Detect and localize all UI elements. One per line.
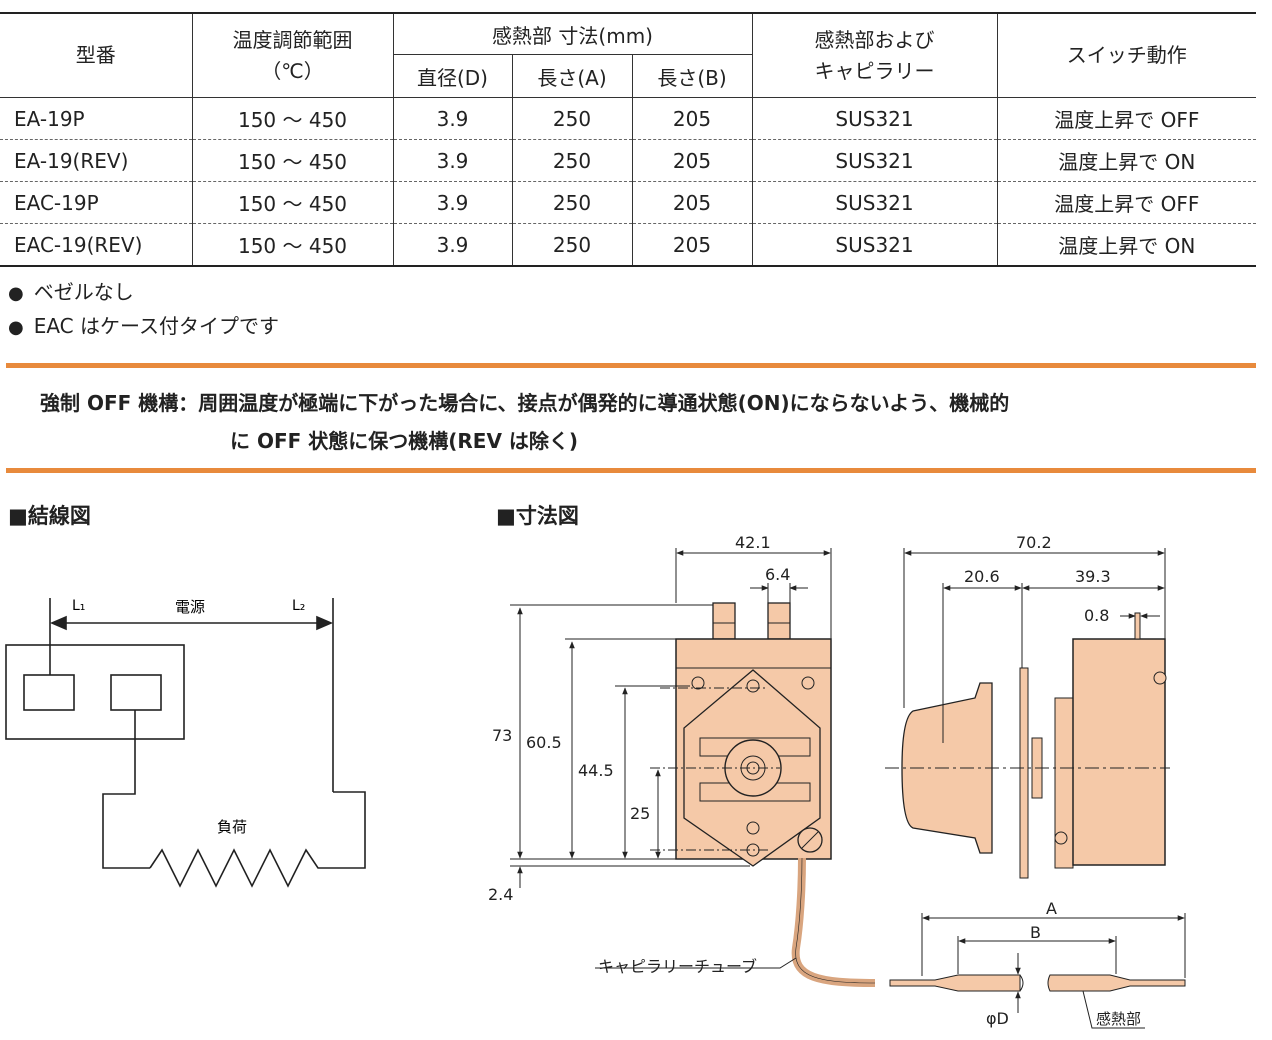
- dim-60-5: 60.5: [526, 733, 562, 752]
- cell-material: SUS321: [751, 139, 998, 182]
- header-temp-range-line2: （℃）: [261, 58, 324, 83]
- cell-range: 150 ～ 450: [191, 223, 394, 267]
- header-length-b: 長さ(B): [631, 54, 753, 98]
- cell-range: 150 ～ 450: [191, 181, 394, 224]
- table-row: EA-19P 150 ～ 450 3.9 250 205 SUS321 温度上昇…: [0, 97, 1257, 140]
- dim-20-6: 20.6: [964, 567, 1000, 586]
- dim-70-2: 70.2: [1016, 533, 1052, 552]
- header-temp-range-line1: 温度調節範囲: [232, 27, 353, 52]
- cell-diameter: 3.9: [392, 97, 513, 140]
- table-row: EA-19(REV) 150 ～ 450 3.9 250 205 SUS321 …: [0, 139, 1257, 182]
- dim-a-label: A: [1046, 899, 1057, 918]
- divider-bottom: [6, 468, 1256, 473]
- bullet-icon: ●: [8, 317, 24, 338]
- dimension-title: ■寸法図: [496, 504, 579, 528]
- mechanism-line1: 強制 OFF 機構：周囲温度が極端に下がった場合に、接点が偶発的に導通状態(ON…: [40, 391, 1010, 415]
- cell-length-b: 205: [631, 139, 753, 182]
- cell-length-b: 205: [631, 223, 753, 267]
- l2-label: L₂: [292, 598, 305, 614]
- load-resistor: [149, 791, 366, 888]
- cell-diameter: 3.9: [392, 139, 513, 182]
- table-row: EAC-19P 150 ～ 450 3.9 250 205 SUS321 温度上…: [0, 181, 1257, 224]
- spec-table: 型番 温度調節範囲 （℃） 感熱部 寸法(mm) 感熱部および キャピラリー ス…: [0, 12, 1257, 267]
- sensor-label: 感熱部: [1096, 1010, 1141, 1028]
- contact-right: [110, 674, 162, 711]
- dim-b-label: B: [1030, 923, 1041, 942]
- cell-switch: 温度上昇で ON: [996, 223, 1257, 267]
- mechanism-description: 強制 OFF 機構：周囲温度が極端に下がった場合に、接点が偶発的に導通状態(ON…: [40, 384, 1250, 460]
- cell-length-b: 205: [631, 97, 753, 140]
- dim-2-4: 2.4: [488, 885, 513, 904]
- dim-6-4: 6.4: [765, 565, 790, 584]
- mechanism-line2: に OFF 状態に保つ機構(REV は除く): [230, 429, 579, 453]
- cell-switch: 温度上昇で ON: [996, 139, 1257, 182]
- sensor-bulb: [889, 974, 1186, 992]
- dim-42-1: 42.1: [735, 533, 771, 552]
- cell-material: SUS321: [751, 223, 998, 267]
- dim-44-5: 44.5: [578, 761, 614, 780]
- capillary-label: キャピラリーチューブ: [598, 957, 757, 976]
- note-text: ベゼルなし: [33, 280, 134, 304]
- wiring-diagram: L₁ L₂ 電源 負荷: [5, 598, 366, 888]
- table-row: EAC-19(REV) 150 ～ 450 3.9 250 205 SUS321…: [0, 223, 1257, 267]
- cell-range: 150 ～ 450: [191, 97, 394, 140]
- thermostat-side-view: [885, 612, 1170, 879]
- cell-length-a: 250: [511, 181, 633, 224]
- cell-material: SUS321: [751, 97, 998, 140]
- cell-diameter: 3.9: [392, 181, 513, 224]
- header-switch: スイッチ動作: [996, 12, 1257, 98]
- dim-d-label: φD: [986, 1009, 1009, 1028]
- cell-model: EAC-19P: [0, 181, 193, 224]
- header-sensor-dims: 感熱部 寸法(mm): [392, 12, 753, 55]
- notes-list: ● ベゼルなし ● EAC はケース付タイプです: [8, 276, 279, 344]
- bullet-icon: ●: [8, 283, 24, 304]
- header-material: 感熱部および キャピラリー: [751, 12, 998, 98]
- dim-0-8: 0.8: [1084, 606, 1109, 625]
- cell-range: 150 ～ 450: [191, 139, 394, 182]
- header-length-a: 長さ(A): [511, 54, 633, 98]
- note-item: ● EAC はケース付タイプです: [8, 310, 279, 344]
- wiring-title: ■結線図: [8, 504, 91, 528]
- dimension-drawing: 42.1 6.4 70.2 20.6 39.3 0.8 73 60.5 44.5…: [488, 533, 1186, 1029]
- cell-model: EA-19(REV): [0, 139, 193, 182]
- header-temp-range: 温度調節範囲 （℃）: [191, 12, 394, 98]
- cell-length-a: 250: [511, 139, 633, 182]
- cell-length-a: 250: [511, 97, 633, 140]
- contact-left: [23, 674, 75, 711]
- thermostat-box: [5, 644, 185, 740]
- header-model: 型番: [0, 12, 193, 98]
- cell-material: SUS321: [751, 181, 998, 224]
- cell-length-a: 250: [511, 223, 633, 267]
- cell-diameter: 3.9: [392, 223, 513, 267]
- note-item: ● ベゼルなし: [8, 276, 279, 310]
- thermostat-front-view: [650, 602, 876, 987]
- cell-model: EA-19P: [0, 97, 193, 140]
- cell-switch: 温度上昇で OFF: [996, 181, 1257, 224]
- dim-73: 73: [492, 726, 512, 745]
- divider-top: [6, 363, 1256, 368]
- dim-25: 25: [630, 804, 650, 823]
- load-label: 負荷: [217, 818, 247, 836]
- cell-switch: 温度上昇で OFF: [996, 97, 1257, 140]
- header-material-line1: 感熱部および: [814, 27, 935, 52]
- cell-model: EAC-19(REV): [0, 223, 193, 267]
- header-material-line2: キャピラリー: [814, 58, 935, 83]
- l1-label: L₁: [72, 598, 85, 614]
- header-diameter: 直径(D): [393, 54, 513, 98]
- cell-length-b: 205: [631, 181, 753, 224]
- dim-39-3: 39.3: [1075, 567, 1111, 586]
- power-label: 電源: [175, 598, 205, 616]
- note-text: EAC はケース付タイプです: [33, 314, 280, 338]
